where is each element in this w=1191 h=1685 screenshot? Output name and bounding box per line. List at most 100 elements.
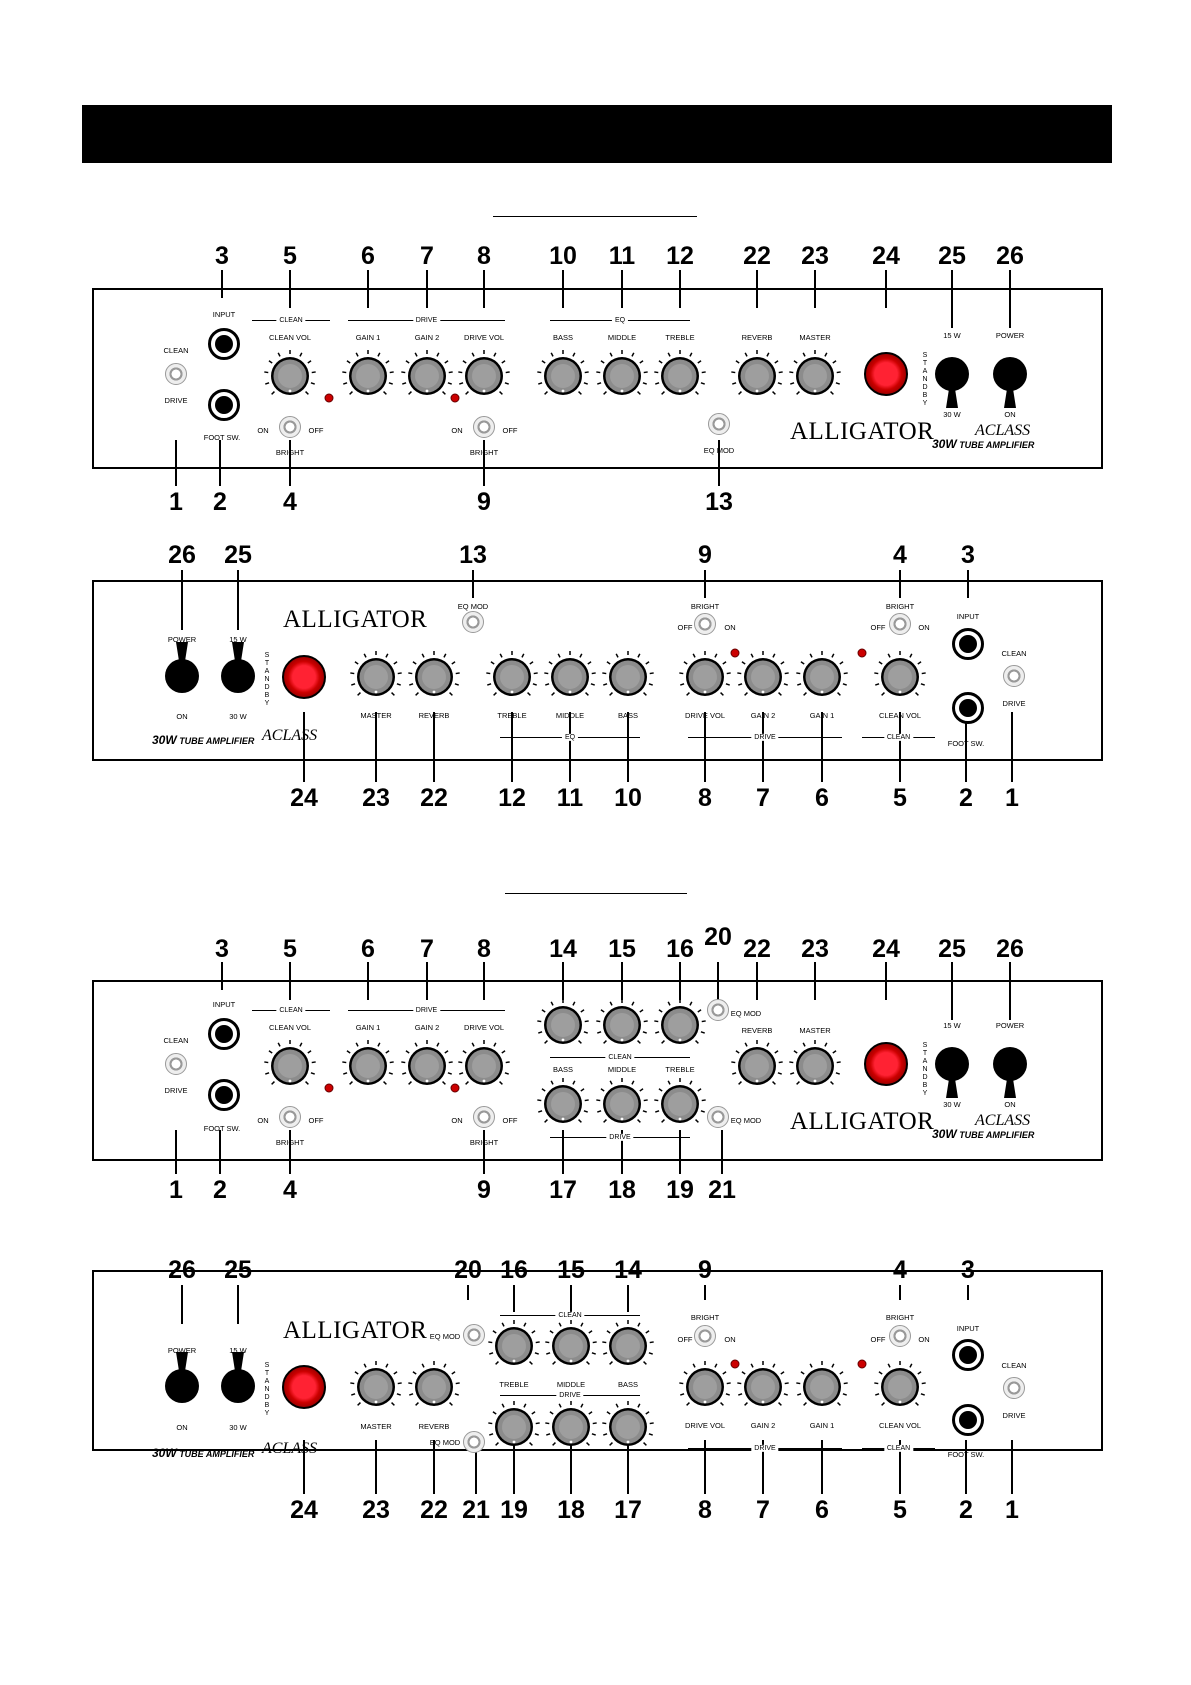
p1r-label-bass: BASS [617, 711, 639, 720]
p2r-number-24: 24 [290, 1496, 318, 1524]
p2f-leader-7 [426, 962, 428, 1000]
p2f-label-clean_vol: CLEAN VOL [268, 1023, 312, 1032]
title-bar [82, 105, 1112, 163]
p1f-label-treble: TREBLE [665, 333, 695, 342]
p2r-w30-label: 30 W [229, 1423, 247, 1432]
p2r-knob-drive-treble [488, 1401, 540, 1446]
p2r-model-text: TUBE AMPLIFIER [176, 1449, 255, 1459]
p2r-leader-16 [513, 1285, 515, 1312]
p1r-number-4: 4 [893, 541, 907, 569]
p2r-input-jack [952, 1339, 984, 1371]
p2r-number-7: 7 [756, 1496, 770, 1524]
p2f-number-22: 22 [743, 935, 771, 963]
p2f-knob-drive_vol [458, 1040, 510, 1085]
p2r-leader-9 [704, 1285, 706, 1300]
p1r-number-26: 26 [168, 541, 196, 569]
p2r-mode-power-switch-lever [232, 1352, 244, 1384]
p1f-eqmod-label: EQ MOD [703, 446, 735, 455]
p2f-knob-clean_vol [264, 1040, 316, 1085]
p2r-knob-master [350, 1361, 402, 1406]
p2f-knob-master [789, 1040, 841, 1085]
p1f-number-24: 24 [872, 242, 900, 270]
p2f-leader-19 [679, 1130, 681, 1174]
p1r-knob-reverb [408, 651, 460, 696]
p2r-eqmod1-switch [463, 1324, 485, 1346]
p1r-number-8: 8 [698, 784, 712, 812]
p1f-number-4: 4 [283, 488, 297, 516]
p2f-label-bass: BASS [552, 1065, 574, 1074]
p1f-model: 30W TUBE AMPLIFIER [932, 437, 1034, 451]
p1f-bright2-switch [473, 416, 495, 438]
p2f-leader-5 [289, 962, 291, 1000]
p2f-leader-9 [483, 1130, 485, 1174]
p2f-number-18: 18 [608, 1176, 636, 1204]
p1r-knob-treble [486, 651, 538, 696]
p2f-label-gain1: GAIN 1 [355, 1023, 381, 1032]
p1f-leader-9 [483, 440, 485, 486]
p1f-drive-group-label: DRIVE [412, 316, 441, 324]
p2r-footsw-jack [952, 1404, 984, 1436]
p2r-number-4: 4 [893, 1256, 907, 1284]
section-underline-1 [493, 216, 697, 217]
p1f-power-switch-lever [1004, 376, 1016, 408]
p2r-number-2: 2 [959, 1496, 973, 1524]
p1f-leader-11 [621, 270, 623, 308]
p2f-w30-label: 30 W [943, 1100, 961, 1109]
p2f-w15-label: 15 W [943, 1021, 961, 1030]
p1f-leader-26 [1009, 270, 1011, 328]
p2r-bright2-label: BRIGHT [690, 1313, 720, 1322]
p2f-eq-clean-group-label: CLEAN [605, 1053, 635, 1061]
p2f-number-23: 23 [801, 935, 829, 963]
p2f-number-4: 4 [283, 1176, 297, 1204]
p2r-leader-18 [570, 1440, 572, 1494]
p1f-eq-group-label: EQ [611, 316, 629, 324]
p1r-mode-label-clean: CLEAN [1001, 649, 1027, 658]
p1r-aclass: ACLASS [262, 727, 318, 744]
p2r-model-watts: 30W [152, 1446, 177, 1460]
p1f-number-26: 26 [996, 242, 1024, 270]
p2f-label-gain2: GAIN 2 [414, 1023, 440, 1032]
p1f-number-25: 25 [938, 242, 966, 270]
p2r-number-17: 17 [614, 1496, 642, 1524]
p2r-panel [92, 1270, 1103, 1451]
p1f-knob-middle [596, 350, 648, 395]
p1r-number-3: 3 [961, 541, 975, 569]
p2r-number-9: 9 [698, 1256, 712, 1284]
p2f-number-7: 7 [420, 935, 434, 963]
p2r-knob-drive-middle [545, 1401, 597, 1446]
p2r-leader-19 [513, 1440, 515, 1494]
p2r-knob-clean_vol [874, 1361, 926, 1406]
p2r-number-5: 5 [893, 1496, 907, 1524]
p1f-knob-master [789, 350, 841, 395]
p2r-power-switch-lever [176, 1352, 188, 1384]
p1r-number-11: 11 [556, 784, 584, 812]
p2r-eqmod2-switch [463, 1431, 485, 1453]
p2r-bright2-on: ON [724, 1335, 736, 1344]
p2f-leader-2 [219, 1130, 221, 1174]
p1r-leader-1 [1011, 712, 1013, 782]
p2r-power-label: POWER [167, 1346, 197, 1355]
p1r-leader-2 [965, 712, 967, 782]
p1r-bright1-switch [889, 613, 911, 635]
p2r-aclass: ACLASS [262, 1440, 318, 1457]
p2r-knob-clean-middle [545, 1320, 597, 1365]
p1f-mode-switch [165, 363, 187, 385]
p2f-leader-26 [1009, 962, 1011, 1020]
p2f-power-label: POWER [995, 1021, 1025, 1030]
p1r-knob-drive_vol [679, 651, 731, 696]
p1r-label-gain1: GAIN 1 [809, 711, 835, 720]
p1r-label-middle: MIDDLE [555, 711, 585, 720]
p2f-leader-20 [717, 962, 719, 1000]
p2f-panel [92, 980, 1103, 1161]
p1r-number-25: 25 [224, 541, 252, 569]
p1r-clean-group-label: CLEAN [883, 733, 914, 741]
p2r-mode-label-clean: CLEAN [1001, 1361, 1027, 1370]
p2f-number-8: 8 [477, 935, 491, 963]
p1r-leader-8 [704, 712, 706, 782]
p1f-logo: ALLIGATOR [790, 418, 935, 445]
p1r-footsw-jack [952, 692, 984, 724]
p2r-eq-drive-group-label: DRIVE [556, 1391, 584, 1399]
p1r-model-watts: 30W [152, 733, 177, 747]
p1r-clean-led [857, 648, 867, 658]
p2r-leader-24 [303, 1440, 305, 1494]
